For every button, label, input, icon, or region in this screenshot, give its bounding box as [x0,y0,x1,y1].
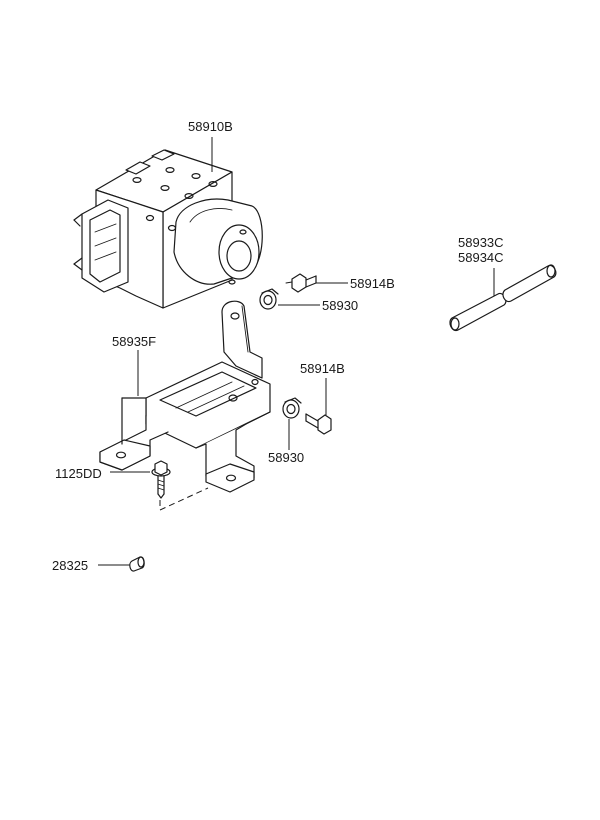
bushing-lower-label: 58930 [268,450,304,465]
hose-label-b: 58934C [458,250,504,265]
bushing-upper[interactable] [259,288,279,310]
mounting-bracket[interactable] [99,300,271,493]
flange-bolt-label: 1125DD [55,466,102,481]
bracket-label: 58935F [112,334,156,349]
bolt-upper[interactable] [285,273,317,293]
bolt-lower-label: 58914B [300,361,345,376]
install-guide-line [159,487,209,511]
hose-label-a: 58933C [458,235,504,250]
flange-bolt[interactable] [151,460,171,499]
abs-module-label: 58910B [188,119,233,134]
bolt-lower[interactable] [305,413,332,435]
bushing-upper-label: 58930 [322,298,358,313]
bushing-lower[interactable] [282,397,302,419]
cap-label: 28325 [52,558,88,573]
cap[interactable] [129,556,145,572]
hose-assembly[interactable] [449,264,557,332]
abs-module[interactable] [73,149,263,309]
bolt-upper-label: 58914B [350,276,395,291]
